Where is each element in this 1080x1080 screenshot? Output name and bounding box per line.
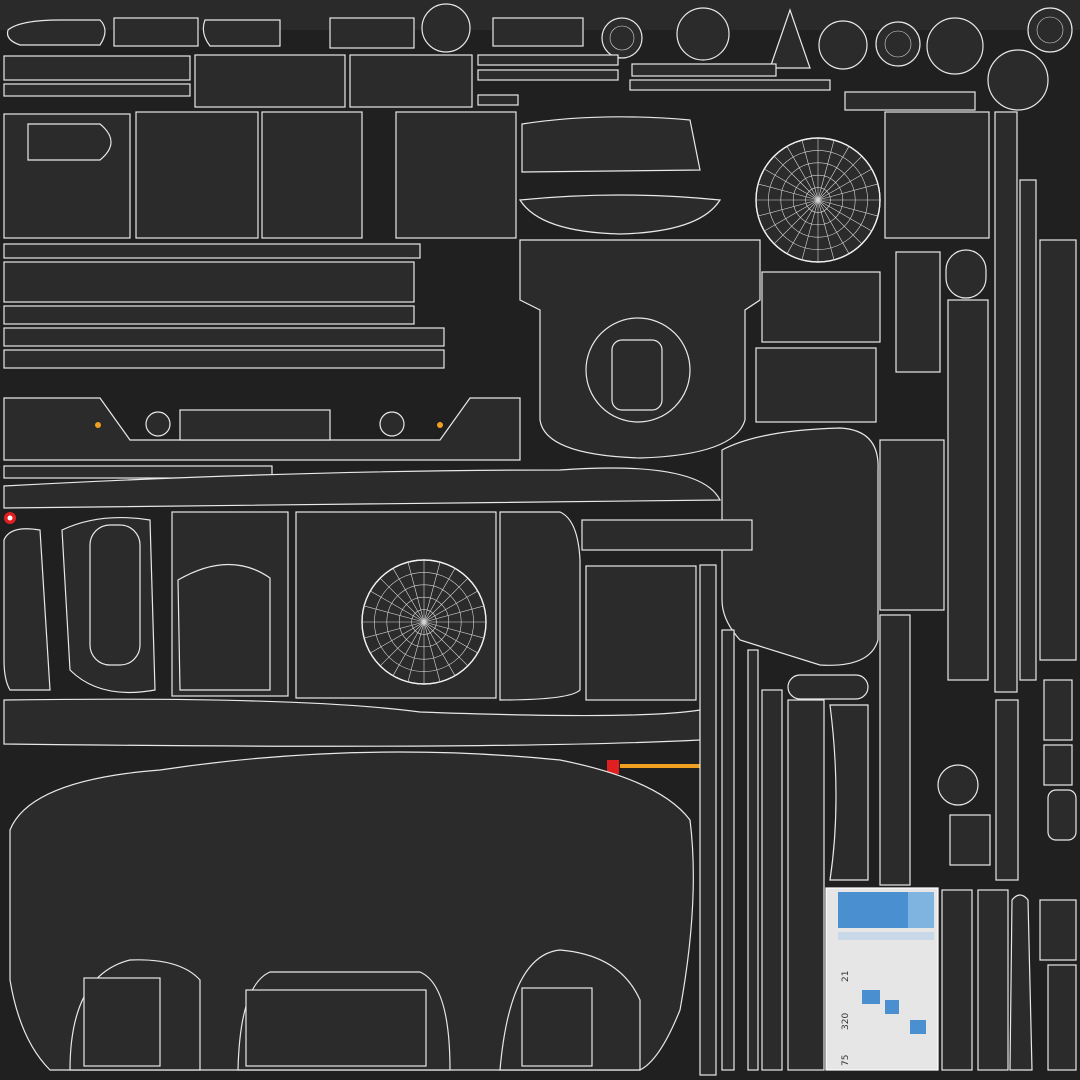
top-panels: [3, 111, 990, 239]
fan-spoke: [423, 621, 456, 676]
stacked-strips-left: [3, 243, 445, 369]
fan-spoke: [817, 199, 835, 260]
fan-spoke: [801, 140, 819, 201]
dashboard-strip: [3, 397, 721, 509]
fan-circle-top: [755, 137, 881, 263]
fan-ring: [374, 572, 474, 672]
horizontal-strips-top: [3, 54, 976, 111]
fan-ring: [398, 596, 450, 648]
screen-label-1: 21: [841, 971, 851, 982]
fan-ring: [805, 187, 831, 213]
red-markers: [4, 512, 700, 774]
top-row-islands: [6, 3, 1073, 111]
fan-ring: [386, 584, 462, 660]
fan-ring: [780, 162, 856, 238]
fan-spoke: [817, 183, 878, 201]
orange-marker: [95, 422, 101, 428]
fan-spoke: [764, 168, 819, 201]
fan-spoke: [407, 621, 425, 682]
fan-spoke: [392, 621, 425, 676]
big-dashboard-panel: [9, 751, 694, 1071]
fan-spoke: [423, 621, 441, 682]
fan-spoke: [370, 590, 425, 623]
fan-spoke: [379, 621, 425, 667]
fan-spoke: [423, 621, 469, 667]
right-column-parts: [755, 111, 1077, 693]
fan-ring: [792, 174, 844, 226]
fan-spoke: [407, 562, 425, 623]
fan-spoke: [423, 621, 478, 654]
middle-panels: [3, 511, 753, 701]
fan-spoke: [423, 562, 441, 623]
fan-spoke: [773, 155, 819, 201]
fan-spoke: [817, 146, 850, 201]
screen-decal: 21 320 75: [825, 887, 939, 1071]
seat-shape: [721, 427, 945, 666]
fan-spoke: [817, 140, 835, 201]
fan-spoke: [817, 199, 863, 245]
fan-spoke: [786, 146, 819, 201]
vertical-strips-lower: [699, 564, 1033, 1076]
center-console: [519, 239, 761, 459]
fan-spoke: [817, 199, 872, 232]
screen-label-2: 320: [841, 1013, 851, 1030]
fan-spoke: [364, 621, 425, 639]
fan-spoke: [817, 199, 850, 254]
screen-label-3: 75: [841, 1055, 851, 1066]
fan-spoke: [423, 621, 484, 639]
fan-spoke: [817, 199, 878, 217]
fan-spoke: [764, 199, 819, 232]
fan-spoke: [423, 577, 469, 623]
misc-right-parts: [995, 679, 1077, 1071]
fan-ring: [411, 609, 437, 635]
fan-spoke: [364, 605, 425, 623]
fan-spoke: [786, 199, 819, 254]
fan-spoke: [392, 568, 425, 623]
fan-spoke: [423, 568, 456, 623]
mid-long-strip: [3, 698, 701, 747]
fan-spoke: [423, 605, 484, 623]
fan-spoke: [379, 577, 425, 623]
fan-spoke: [423, 590, 478, 623]
fan-ring: [768, 150, 868, 250]
fan-spoke: [801, 199, 819, 260]
fan-spoke: [817, 168, 872, 201]
fan-spoke: [773, 199, 819, 245]
fan-spoke: [758, 199, 819, 217]
fan-spoke: [817, 155, 863, 201]
fan-spoke: [370, 621, 425, 654]
fan-spoke: [758, 183, 819, 201]
